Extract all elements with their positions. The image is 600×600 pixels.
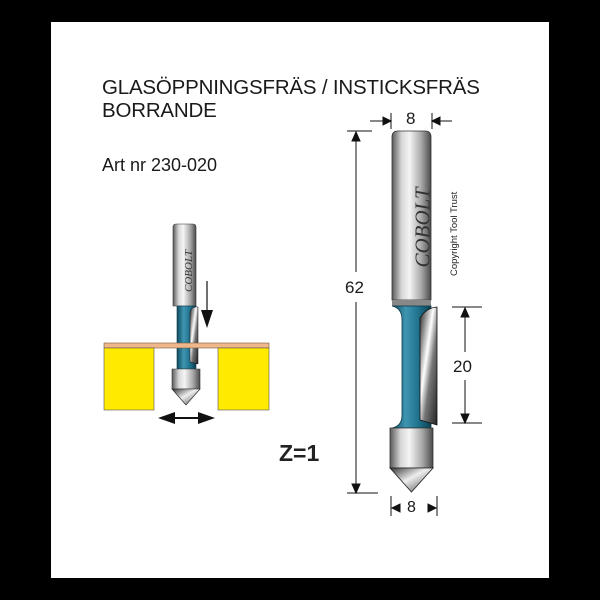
title-line-2: BORRANDE — [102, 99, 217, 122]
teeth-count: Z=1 — [279, 440, 320, 466]
title-line-1: GLASÖPPNINGSFRÄS / INSTICKSFRÄS — [102, 76, 480, 99]
large-tool — [389, 130, 438, 493]
diagram-panel — [51, 22, 549, 578]
dim-tip-diameter: 8 — [407, 499, 416, 516]
product-title: GLASÖPPNINGSFRÄS / INSTICKSFRÄS BORRANDE — [102, 76, 480, 122]
brand-label-large: COBOLT — [410, 187, 435, 268]
dim-shank-diameter: 8 — [406, 109, 416, 128]
copyright-note: Copyright Tool Trust — [449, 191, 460, 276]
dim-total-length: 62 — [345, 278, 364, 297]
dimension-lines — [347, 113, 482, 516]
usage-illustration — [103, 223, 270, 424]
brand-label-small: COBOLT — [182, 250, 195, 292]
article-number: Art nr 230-020 — [102, 155, 218, 175]
dim-cutting-length: 20 — [453, 357, 472, 376]
